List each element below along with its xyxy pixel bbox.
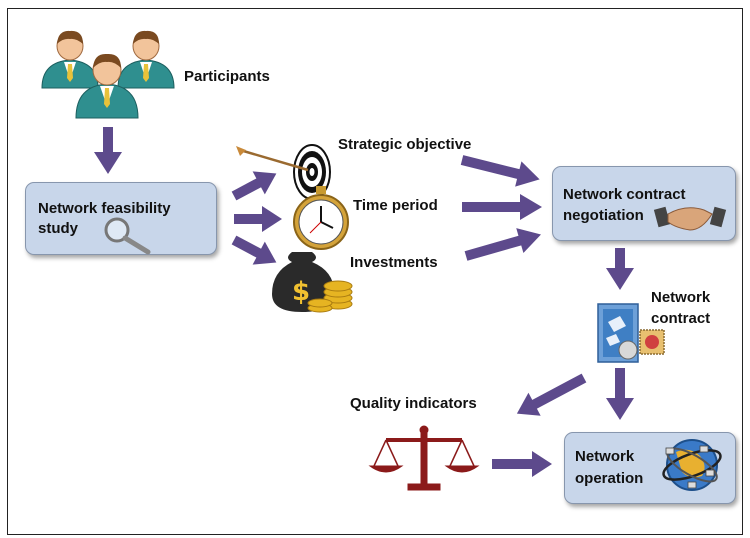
negotiation-line2: negotiation (563, 207, 644, 224)
participants-label: Participants (184, 68, 270, 85)
arrow-objective-to-negotiation (460, 155, 540, 187)
quality-indicators-label: Quality indicators (350, 395, 477, 412)
arrow-negotiation-to-contract (606, 248, 634, 290)
arrow-feasibility-to-objective (231, 171, 277, 201)
contract-negotiation-box: Network contract negotiation (552, 166, 736, 241)
feasibility-line1: Network feasibility (38, 200, 171, 217)
arrow-time-to-negotiation (462, 194, 542, 220)
arrow-feasibility-to-investments (231, 235, 277, 265)
arrow-contract-to-quality (516, 373, 587, 416)
network-contract-label-1: Network (651, 289, 711, 306)
arrow-quality-to-operation (492, 451, 552, 477)
negotiation-line1: Network contract (563, 186, 686, 203)
arrow-contract-to-operation (606, 368, 634, 420)
feasibility-line2: study (38, 220, 79, 237)
strategic-objective-label: Strategic objective (338, 136, 472, 153)
arrow-feasibility-to-time (234, 206, 282, 232)
dollar-sign: $ (292, 277, 310, 307)
arrow-investments-to-negotiation (464, 228, 541, 261)
time-period-label: Time period (353, 197, 438, 214)
arrow-participants-to-feasibility (94, 127, 122, 174)
network-contract-label-2: contract (651, 310, 711, 327)
operation-line2: operation (575, 470, 644, 487)
investments-label: Investments (350, 254, 438, 271)
operation-line1: Network (575, 448, 635, 465)
